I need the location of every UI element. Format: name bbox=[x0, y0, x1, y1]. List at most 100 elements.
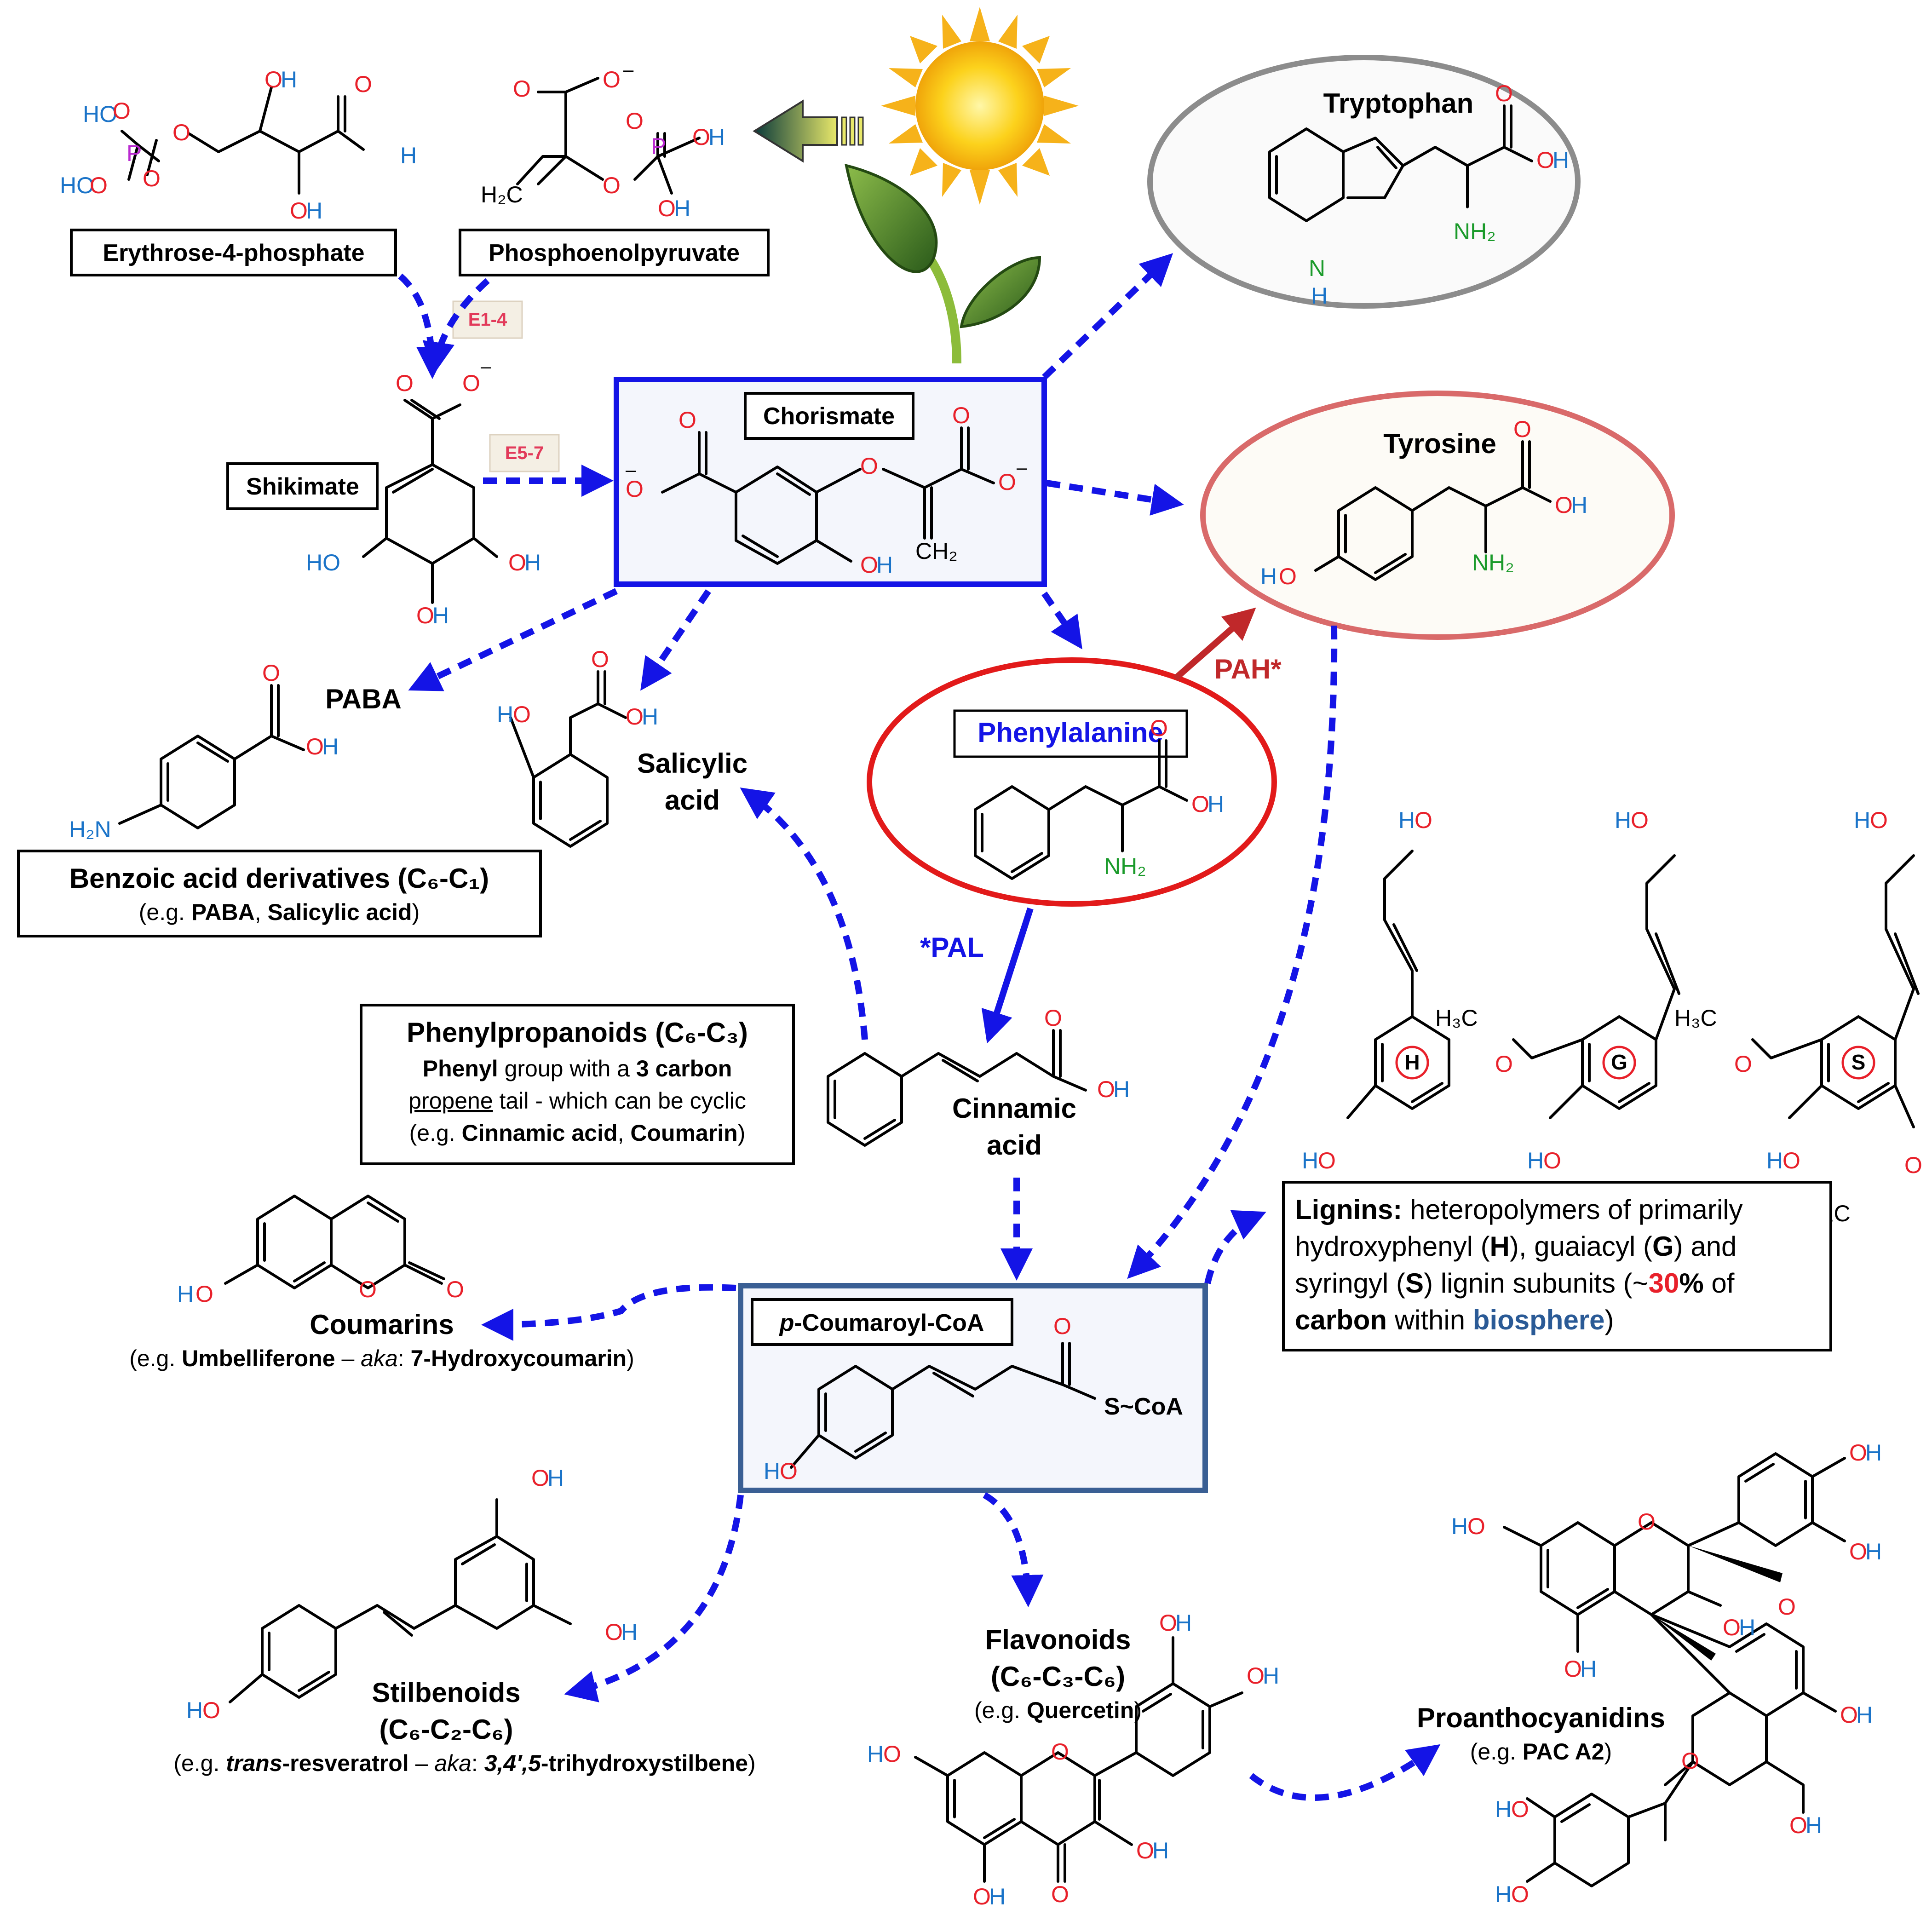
pac-a2-structure: H O O O H O H O O H O H O H O O H H O H … bbox=[1451, 1440, 1882, 1907]
atom-o: O bbox=[692, 124, 710, 150]
phenylalanine-ellipse bbox=[867, 657, 1277, 907]
shikimate-label-box bbox=[226, 462, 379, 510]
atom-o: O bbox=[202, 1697, 220, 1723]
text-run: S bbox=[1405, 1268, 1424, 1299]
atom-o: O bbox=[1191, 791, 1209, 817]
phenylpropanoid-line2: Phenyl group with a 3 carbon bbox=[423, 1056, 732, 1081]
atom-h: H bbox=[1856, 1702, 1873, 1728]
salicylic-structure: H O O O H bbox=[497, 646, 658, 848]
stilbenoids-eg: (e.g. trans-resveratrol – aka: 3,4′,5-tr… bbox=[173, 1750, 755, 1776]
erythrose-label-box bbox=[70, 229, 397, 276]
atom-o: O bbox=[626, 108, 644, 134]
atom-h: H bbox=[764, 1458, 780, 1484]
atom-o: O bbox=[1414, 807, 1432, 833]
atom-h: H bbox=[1175, 1610, 1192, 1636]
atom-o: O bbox=[531, 1465, 549, 1491]
atom-h3c: H₃C bbox=[1435, 1005, 1478, 1031]
text-run: within bbox=[1387, 1305, 1473, 1335]
flavonoids-eg: (e.g. Quercetin) bbox=[974, 1697, 1142, 1723]
text-run: Phenyl bbox=[423, 1056, 498, 1081]
atom-o: O bbox=[1511, 1881, 1529, 1907]
text-run: Umbelliferone bbox=[182, 1346, 335, 1371]
sun-icon bbox=[881, 7, 1079, 205]
coumarin-structure: H O O O bbox=[177, 1195, 464, 1307]
benzoic-eg: (e.g. PABA, Salicylic acid) bbox=[139, 899, 420, 925]
lignin-line2: hydroxyphenyl (H), guaiacyl (G) and bbox=[1295, 1231, 1736, 1262]
text-run: (e.g. bbox=[173, 1750, 226, 1776]
text-run: G bbox=[1652, 1231, 1674, 1262]
atom-o: O bbox=[1467, 1513, 1485, 1539]
text-run: -resveratrol bbox=[282, 1750, 409, 1776]
text-run: 30 bbox=[1649, 1268, 1679, 1299]
chorismate-label: Chorismate bbox=[763, 403, 895, 430]
chorismate-label-box bbox=[744, 392, 914, 440]
paba-label: PABA bbox=[325, 684, 402, 714]
phenylalanine-label: Phenylalanine bbox=[978, 717, 1163, 748]
stilbenoids-label: Stilbenoids bbox=[372, 1677, 520, 1708]
coumarins-label: Coumarins bbox=[310, 1309, 454, 1340]
text-run: -Coumaroyl-CoA bbox=[794, 1310, 984, 1336]
atom-o: O bbox=[172, 120, 190, 145]
atom-o: O bbox=[1053, 1313, 1071, 1339]
phenylpropanoid-box bbox=[360, 1004, 795, 1165]
text-run: % bbox=[1679, 1268, 1703, 1299]
atom-h2c: H₂C bbox=[481, 182, 523, 207]
text-run: group with a bbox=[498, 1056, 636, 1081]
atom-h: H bbox=[708, 124, 725, 150]
atom-o: O bbox=[658, 196, 676, 221]
tryptophan-label: Tryptophan bbox=[1323, 88, 1474, 119]
atom-o: O bbox=[1840, 1702, 1858, 1728]
atom-h: H bbox=[400, 143, 417, 168]
atom-h: H bbox=[989, 1884, 1006, 1909]
lignin-h-structure: H H O H O bbox=[1302, 807, 1450, 1173]
atom-h: H bbox=[1571, 492, 1587, 518]
pep-label-box bbox=[459, 229, 770, 276]
atom-ho: HO bbox=[83, 101, 117, 127]
atom-o: O bbox=[626, 704, 644, 730]
salicylic-label-2: acid bbox=[665, 785, 720, 816]
charge-minus: – bbox=[623, 60, 634, 80]
flavonoids-label: Flavonoids bbox=[985, 1624, 1131, 1655]
erythrose-label: Erythrose-4-phosphate bbox=[103, 240, 364, 266]
atom-o: O bbox=[416, 603, 434, 628]
phenylpropanoid-line4: (e.g. Cinnamic acid, Coumarin) bbox=[409, 1120, 746, 1146]
stilbenoid-structure: O H O H H O bbox=[186, 1465, 638, 1723]
text-run: PAC A2 bbox=[1523, 1739, 1604, 1765]
tryptophan-ellipse bbox=[1147, 55, 1581, 309]
text-run: heteropolymers of primarily bbox=[1402, 1194, 1742, 1225]
atom-o: O bbox=[1543, 1148, 1561, 1173]
atom-o: O bbox=[1849, 1440, 1867, 1466]
atom-o: O bbox=[1511, 1796, 1529, 1822]
atom-h: H bbox=[186, 1697, 203, 1723]
atom-h: H bbox=[867, 1741, 884, 1767]
text-run: – bbox=[409, 1750, 435, 1776]
lignin-g-structure: G H O H₃C O H O bbox=[1435, 807, 1680, 1173]
text-run: Salicylic acid bbox=[267, 899, 412, 925]
text-run: H bbox=[1490, 1231, 1510, 1262]
text-run: ) bbox=[627, 1346, 634, 1371]
text-run: Quercetin bbox=[1027, 1697, 1134, 1723]
paba-structure: O O H H₂N bbox=[69, 660, 339, 842]
charge-minus: – bbox=[626, 460, 636, 480]
atom-o: O bbox=[143, 166, 161, 191]
atom-h: H bbox=[1865, 1539, 1882, 1564]
atom-h: H bbox=[1854, 807, 1870, 833]
text-run: PABA bbox=[191, 899, 255, 925]
pep-label: Phosphoenolpyruvate bbox=[489, 240, 740, 266]
cinnamic-structure: O O H bbox=[827, 1005, 1130, 1147]
text-run: , bbox=[618, 1120, 631, 1146]
atom-h: H bbox=[1263, 1663, 1279, 1689]
coumaroyl-structure: O H O bbox=[764, 1313, 1096, 1484]
text-run: , bbox=[255, 899, 268, 925]
text-run: hydroxyphenyl ( bbox=[1295, 1231, 1490, 1262]
text-run: (e.g. bbox=[139, 899, 191, 925]
atom-o: O bbox=[508, 550, 526, 575]
atom-o: O bbox=[513, 702, 531, 727]
atom-ho: HO bbox=[306, 550, 340, 575]
lignin-g-label: G bbox=[1611, 1050, 1627, 1074]
atom-h: H bbox=[1398, 807, 1415, 833]
atom-o: O bbox=[998, 469, 1016, 495]
atom-o: O bbox=[513, 76, 531, 102]
atom-o: O bbox=[1051, 1881, 1069, 1907]
text-run: propene bbox=[408, 1088, 493, 1114]
